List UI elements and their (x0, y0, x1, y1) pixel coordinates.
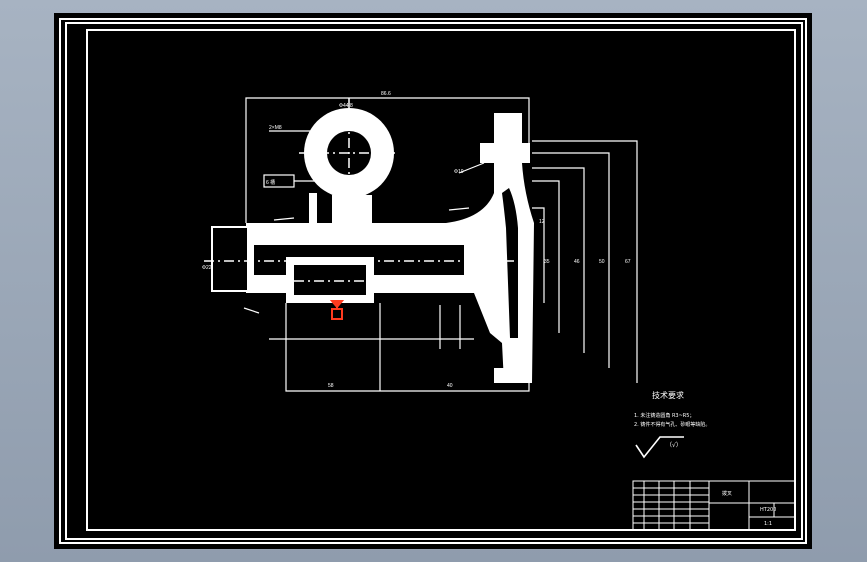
center-lines (204, 98, 524, 282)
roughness-check-icon (635, 436, 684, 459)
frame-mid (65, 22, 803, 540)
title-block-outer (632, 480, 796, 531)
leader-chamfer-right (448, 207, 470, 211)
dim-top-overall-text: 86.6 (381, 91, 391, 97)
title-block (632, 480, 796, 531)
dim-side-d (532, 152, 610, 368)
tech-req-title: 技术要求 (652, 390, 684, 400)
cad-viewport[interactable]: 86.6 Φ44.8 2×M8 6 槽 Φ10 12 35 46 50 67 5… (54, 13, 812, 549)
left-end-block (211, 226, 249, 292)
dim-ring-left-text: 2×M8 (269, 125, 282, 131)
ring-neck (332, 195, 372, 223)
dim-ring-dia-text: Φ44.8 (339, 103, 353, 109)
title-material-cell: HT200 (760, 507, 776, 513)
dim-bottom-right-text: 40 (447, 383, 453, 389)
right-tab (480, 143, 530, 163)
title-scale-cell: 1:1 (764, 521, 772, 527)
frame-outer (59, 18, 807, 544)
cad-drawing-canvas[interactable]: 86.6 Φ44.8 2×M8 6 槽 Φ10 12 35 46 50 67 5… (54, 13, 812, 549)
flange-hollow (502, 188, 518, 338)
leader-left-bottom (243, 307, 260, 314)
dim-right-small-text: Φ10 (454, 169, 464, 175)
datum-box (331, 308, 343, 320)
drawing-frame (59, 18, 807, 544)
part-profile (211, 108, 534, 383)
frame-inner (86, 29, 796, 531)
dim-top-overall (245, 97, 530, 223)
dim-side-d-text: 50 (599, 259, 605, 265)
dim-bottom-left-text: 58 (328, 383, 334, 389)
tech-note-1: 1. 未注铸造圆角 R3~R5； (634, 412, 694, 419)
roughness-text: （√） (666, 442, 682, 449)
dim-bottom (285, 303, 530, 392)
dimension-lines (243, 97, 638, 392)
lower-pocket-cut (294, 265, 366, 295)
leader-chamfer-left (273, 217, 295, 221)
dim-side-a (532, 207, 545, 303)
dim-side-e-text: 67 (625, 259, 631, 265)
bottom-tab (494, 368, 524, 383)
dim-side-a-text: 12 (539, 219, 545, 225)
datum-arrow (329, 300, 345, 309)
tech-note-2: 2. 铸件不得有气孔、砂眼等缺陷。 (634, 421, 710, 428)
dim-side-b-text: 35 (544, 259, 550, 265)
leader-right-tab (458, 162, 485, 174)
roughness-symbol (635, 436, 684, 459)
dim-side-c (532, 167, 585, 353)
dim-side-b (532, 180, 560, 333)
title-name-cell: 拨叉 (722, 490, 732, 497)
dim-side-c-text: 46 (574, 259, 580, 265)
dim-left-vert-text: Φ22 (202, 265, 212, 271)
datum-markers (329, 300, 345, 320)
dim-box-label-text: 6 槽 (266, 179, 275, 186)
dim-side-e (532, 140, 638, 383)
ring-stem (309, 193, 317, 223)
